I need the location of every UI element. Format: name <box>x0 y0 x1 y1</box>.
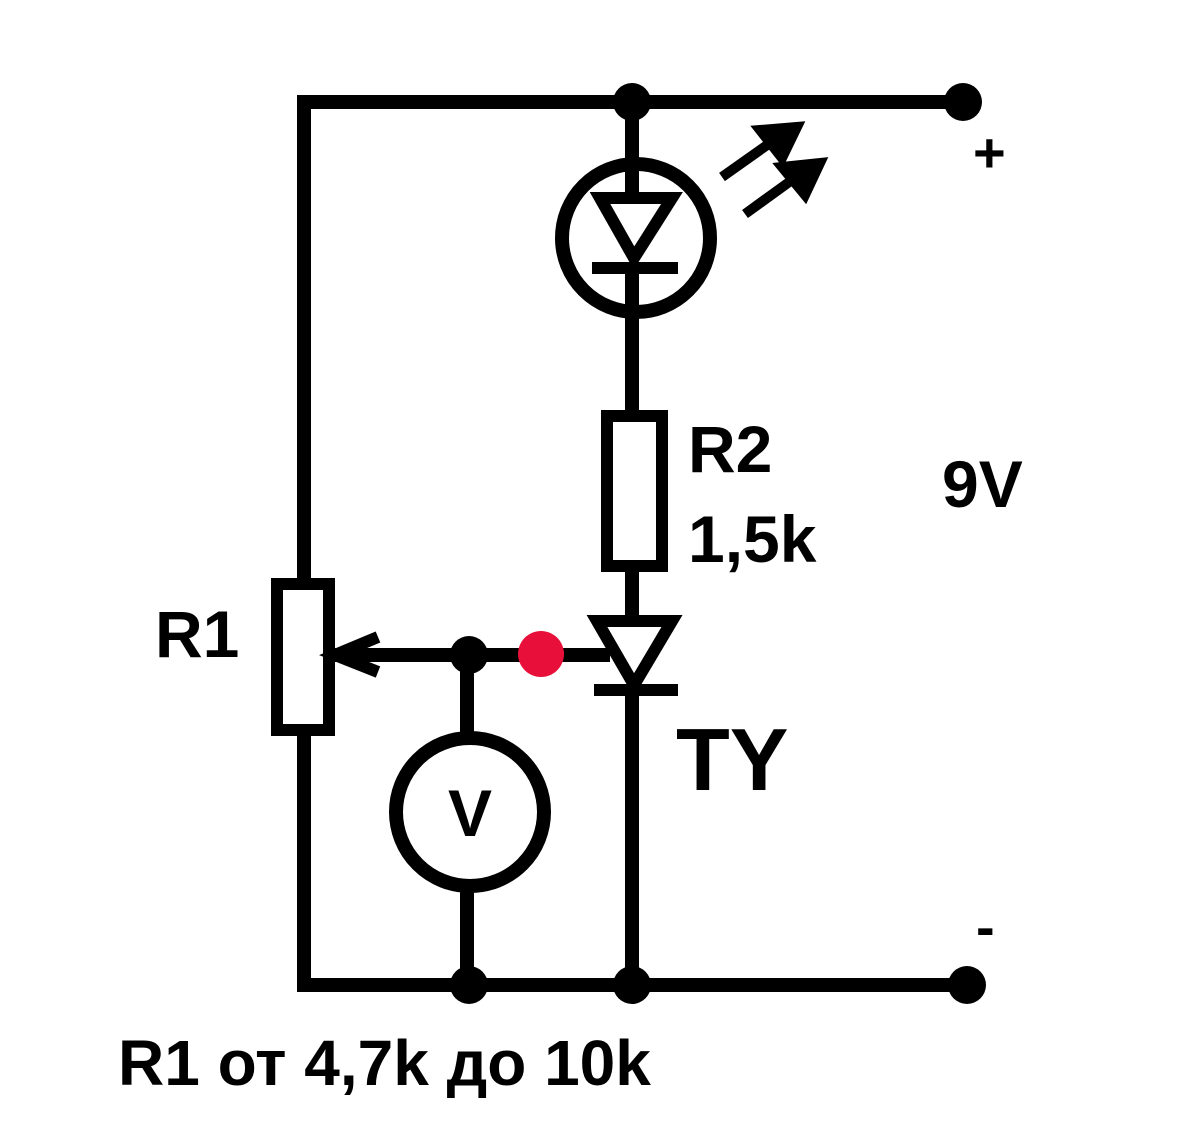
led-circle <box>555 157 717 319</box>
label-thyristor: TY <box>676 710 788 809</box>
terminal-plus <box>944 83 982 121</box>
led-symbol <box>555 157 717 319</box>
r1-wiper-arrow-icon <box>319 631 381 678</box>
junction-bottom-left <box>450 966 488 1004</box>
label-plus-terminal: + <box>973 121 1006 184</box>
label-voltmeter: V <box>448 776 492 850</box>
thyristor-symbol <box>586 615 683 697</box>
junction-top <box>613 83 651 121</box>
thyristor-triangle <box>586 615 683 697</box>
label-minus-terminal: - <box>976 895 995 958</box>
led-triangle <box>589 192 683 270</box>
gate-marker <box>518 631 564 677</box>
label-r1: R1 <box>155 597 239 671</box>
voltmeter-circle <box>389 731 551 893</box>
terminal-minus <box>948 966 986 1004</box>
caption-r1-range: R1 от 4,7k до 10k <box>118 1027 651 1099</box>
junction-bottom-center <box>613 966 651 1004</box>
junction-gate <box>450 636 488 674</box>
r2-resistor <box>601 410 668 572</box>
label-r2-name: R2 <box>688 412 772 486</box>
r1-potentiometer <box>271 578 335 736</box>
label-supply-voltage: 9V <box>942 447 1023 521</box>
label-r2-value: 1,5k <box>688 502 817 576</box>
light-arrows-icon <box>719 121 829 219</box>
